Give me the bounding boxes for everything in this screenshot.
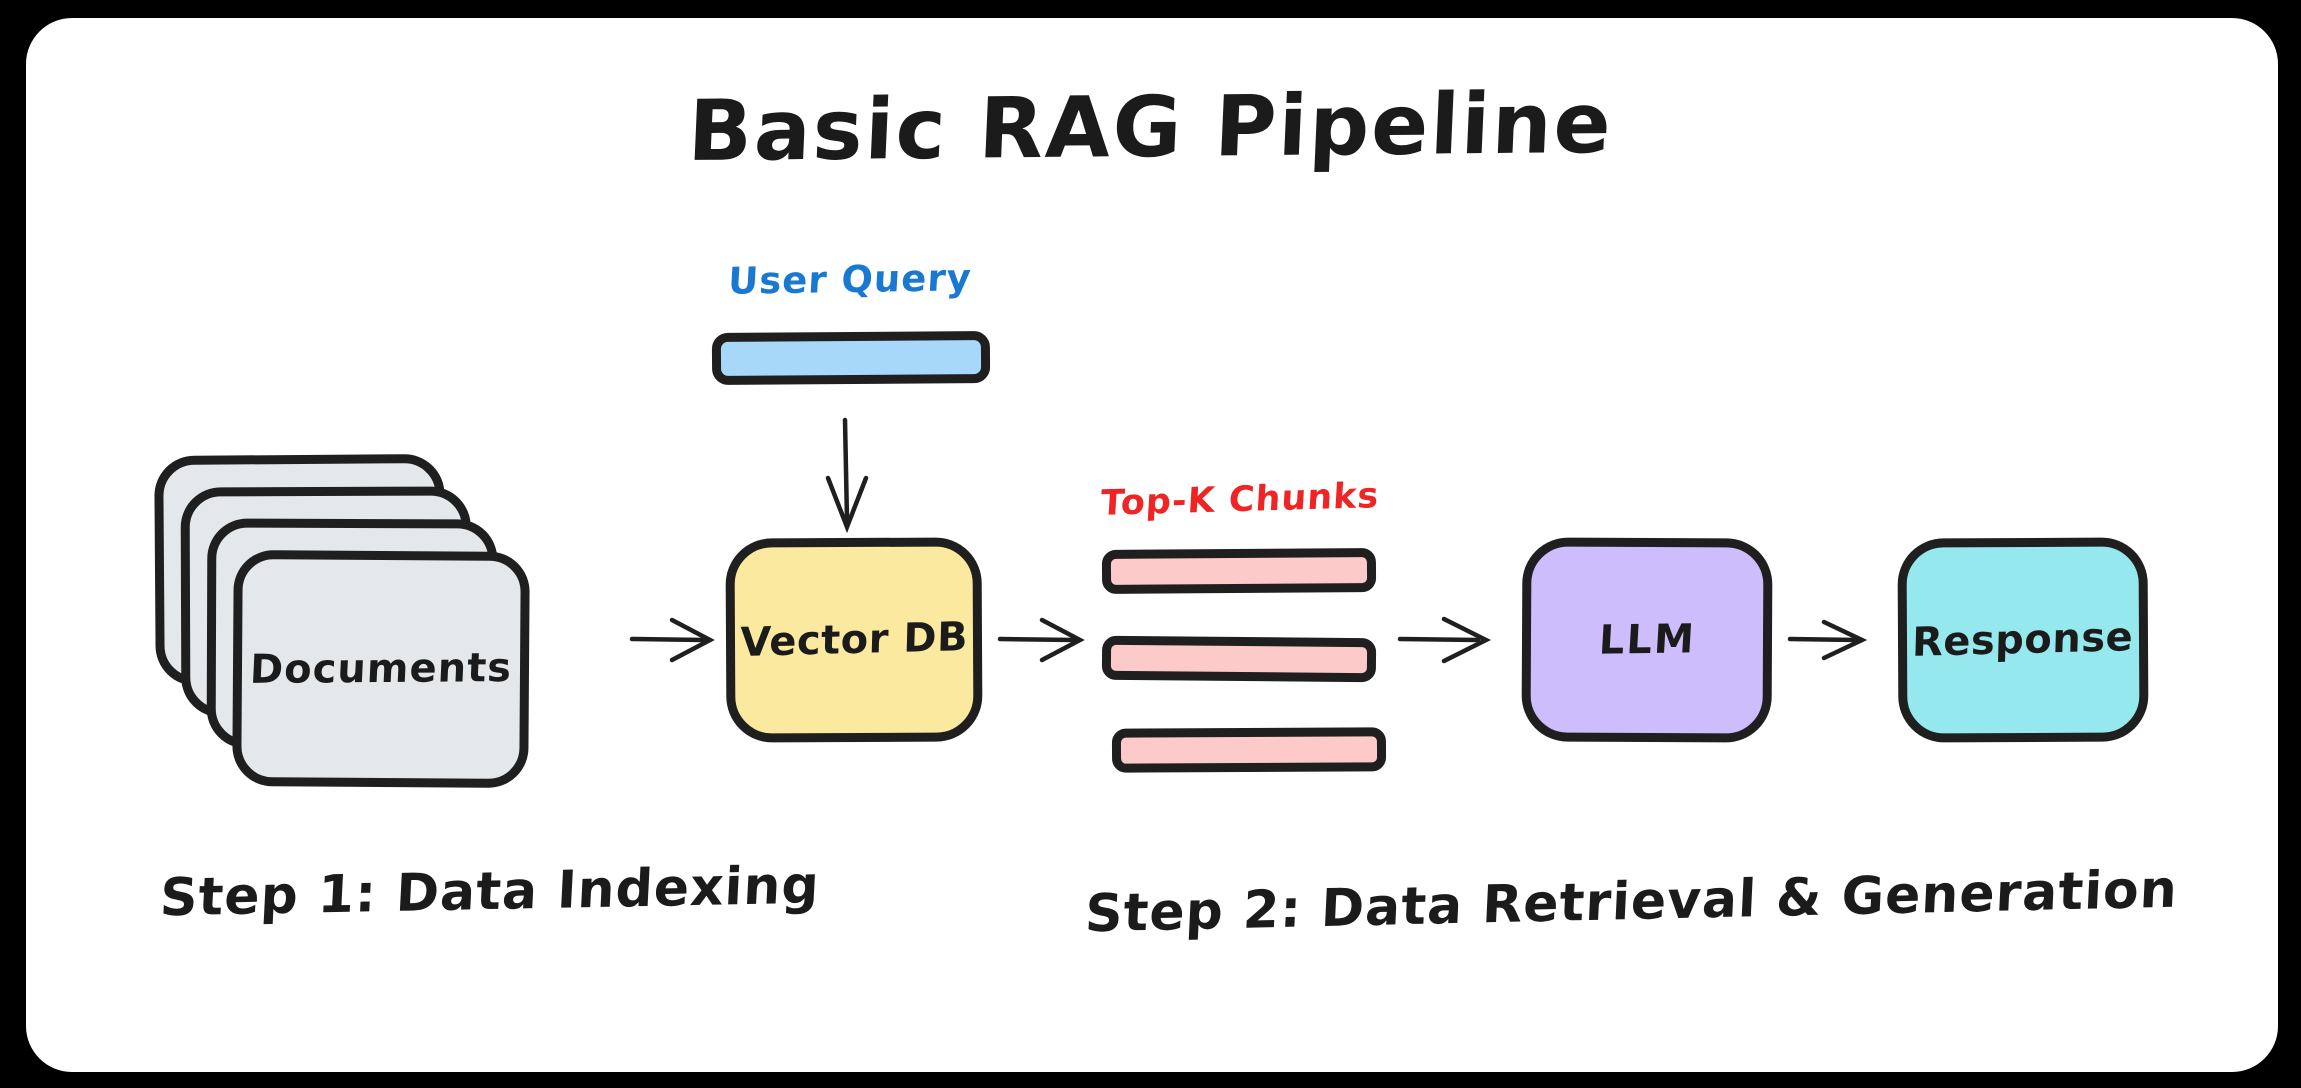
page-title: Basic RAG Pipeline: [686, 73, 1615, 181]
chunk-bar[interactable]: [1101, 635, 1377, 683]
step-1-caption: Step 1: Data Indexing: [158, 855, 822, 929]
llm-node[interactable]: LLM: [1521, 537, 1773, 743]
user-query-bar[interactable]: [711, 331, 991, 385]
response-label: Response: [1911, 614, 2135, 666]
documents-stack[interactable]: Documents: [154, 453, 615, 789]
vector-db-node[interactable]: Vector DB: [725, 537, 983, 743]
top-k-chunks-label: Top-K Chunks: [1099, 476, 1381, 524]
user-query-label: User Query: [727, 256, 973, 303]
llm-label: LLM: [1597, 616, 1697, 664]
document-card-front[interactable]: Documents: [232, 549, 530, 789]
response-node[interactable]: Response: [1897, 537, 2149, 743]
documents-label: Documents: [248, 645, 514, 693]
vector-db-label: Vector DB: [739, 613, 969, 667]
chunk-bar[interactable]: [1111, 727, 1387, 773]
chunk-bar[interactable]: [1101, 548, 1377, 594]
